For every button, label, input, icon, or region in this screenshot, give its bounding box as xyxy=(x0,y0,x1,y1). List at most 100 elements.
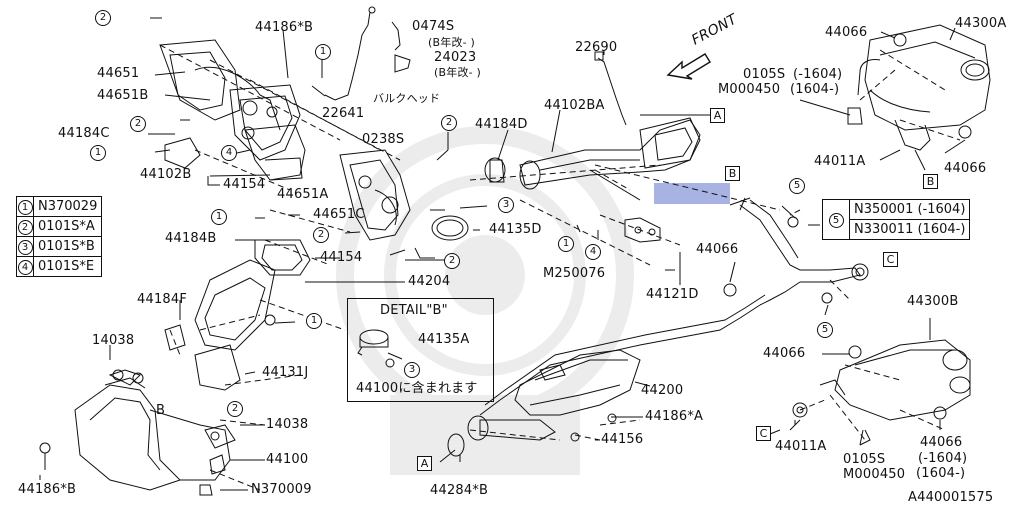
callout-5: 5 xyxy=(789,178,805,194)
center-manifold xyxy=(339,149,469,241)
label-note-1604b: (1604-) xyxy=(790,82,840,97)
manifold-cluster xyxy=(159,39,306,181)
ref-box-c-mid: C xyxy=(883,252,898,267)
label-b-pointer: B xyxy=(156,403,166,418)
label-44066-low: 44066 xyxy=(763,346,806,361)
front-arrow-icon xyxy=(666,53,711,80)
callout-2: 2 xyxy=(444,253,460,269)
label-44186a: 44186*A xyxy=(645,409,704,424)
label-44011a-bot: 44011A xyxy=(775,439,827,454)
label-24023-note: (B年改- ) xyxy=(434,66,481,79)
clamp-icon xyxy=(357,329,403,368)
legend-row: N330011 (1604-) xyxy=(823,219,971,240)
label-44066-mid: 44066 xyxy=(696,242,739,257)
callout-2: 2 xyxy=(227,401,243,417)
label-44135d: 44135D xyxy=(489,222,542,237)
label-44186b-bot: 44186*B xyxy=(18,482,77,497)
callout-2: 2 xyxy=(95,10,111,26)
ref-box-b-top: B xyxy=(725,166,740,181)
label-44651c: 44651C xyxy=(313,207,365,222)
callout-1: 1 xyxy=(558,236,574,252)
label-44184f: 44184F xyxy=(137,292,188,307)
callout-4: 4 xyxy=(221,145,237,161)
detail-b-box: DETAIL"B" 44135A 3 44100に含まれます xyxy=(347,298,494,402)
ref-box-c-bottom: C xyxy=(756,426,771,441)
label-note-1604d: (1604-) xyxy=(916,466,966,481)
label-44066-tr: 44066 xyxy=(825,25,868,40)
label-44300b: 44300B xyxy=(907,294,959,309)
label-44131j: 44131J xyxy=(262,365,309,380)
diagram-ref: A440001575 xyxy=(908,490,994,505)
label-bulkhead: バルクヘッド xyxy=(373,92,441,105)
leader-lines xyxy=(39,17,966,491)
label-0105s-top: 0105S xyxy=(743,67,786,82)
label-44204: 44204 xyxy=(408,274,451,289)
detail-title: DETAIL"B" xyxy=(380,303,448,318)
highlight-region xyxy=(654,183,730,204)
callout-2: 2 xyxy=(130,116,146,132)
callout-1: 1 xyxy=(211,209,227,225)
label-14038-top: 14038 xyxy=(92,333,135,348)
label-0238s: 0238S xyxy=(362,132,405,147)
callout-4: 4 xyxy=(585,244,601,260)
label-44100: 44100 xyxy=(266,452,309,467)
label-note-1604c: (-1604) xyxy=(918,451,968,466)
label-0105s-bot: 0105S xyxy=(843,452,886,467)
label-44200: 44200 xyxy=(641,383,684,398)
label-44186b-top: 44186*B xyxy=(255,20,314,35)
callout-2: 2 xyxy=(313,227,329,243)
o2-sensor-wires xyxy=(324,6,627,126)
label-44121d: 44121D xyxy=(646,287,699,302)
label-44102ba: 44102BA xyxy=(544,98,605,113)
label-22641: 22641 xyxy=(322,106,365,121)
label-44066-br: 44066 xyxy=(920,435,963,450)
label-44184c: 44184C xyxy=(58,126,110,141)
label-44284b: 44284*B xyxy=(430,483,489,498)
label-44156: 44156 xyxy=(601,432,644,447)
label-n370009: N370009 xyxy=(251,482,312,497)
label-14038-bot: 14038 xyxy=(266,417,309,432)
ref-box-b-right: B xyxy=(923,174,938,189)
label-44651a: 44651A xyxy=(277,187,329,202)
label-44154-mid: 44154 xyxy=(320,250,363,265)
muffler-44300b xyxy=(792,339,971,446)
label-44184d: 44184D xyxy=(475,117,528,132)
detail-part: 44135A xyxy=(418,332,470,347)
callout-3: 3 xyxy=(498,197,514,213)
center-y-pipe xyxy=(479,197,869,416)
front-pipe-cat xyxy=(484,117,701,243)
label-22690: 22690 xyxy=(575,40,618,55)
label-0474s: 0474S xyxy=(412,19,455,34)
rear-cat-pipe xyxy=(447,349,641,457)
label-44066-tr2: 44066 xyxy=(944,161,987,176)
ref-box-a-top: A xyxy=(710,108,725,123)
muffler-44300a xyxy=(847,24,991,151)
callout-3: 3 xyxy=(404,362,420,378)
label-44651: 44651 xyxy=(97,66,140,81)
label-44651b: 44651B xyxy=(97,88,149,103)
label-m000450-bot: M000450 xyxy=(843,467,906,482)
label-0474s-note: (B年改- ) xyxy=(428,36,475,49)
label-44154-top: 44154 xyxy=(223,177,266,192)
callout-1: 1 xyxy=(306,313,322,329)
callout-5: 5 xyxy=(817,322,833,338)
detail-note: 44100に含まれます xyxy=(356,381,478,396)
callout-2: 2 xyxy=(441,115,457,131)
label-m000450-top: M000450 xyxy=(718,82,781,97)
label-note-1604a: (-1604) xyxy=(793,67,843,82)
label-44102b: 44102B xyxy=(140,167,192,182)
label-m250076: M250076 xyxy=(543,266,606,281)
label-44300a: 44300A xyxy=(955,16,1007,31)
callout-1: 1 xyxy=(315,44,331,60)
label-44011a-top: 44011A xyxy=(814,154,866,169)
label-44184b: 44184B xyxy=(165,231,217,246)
